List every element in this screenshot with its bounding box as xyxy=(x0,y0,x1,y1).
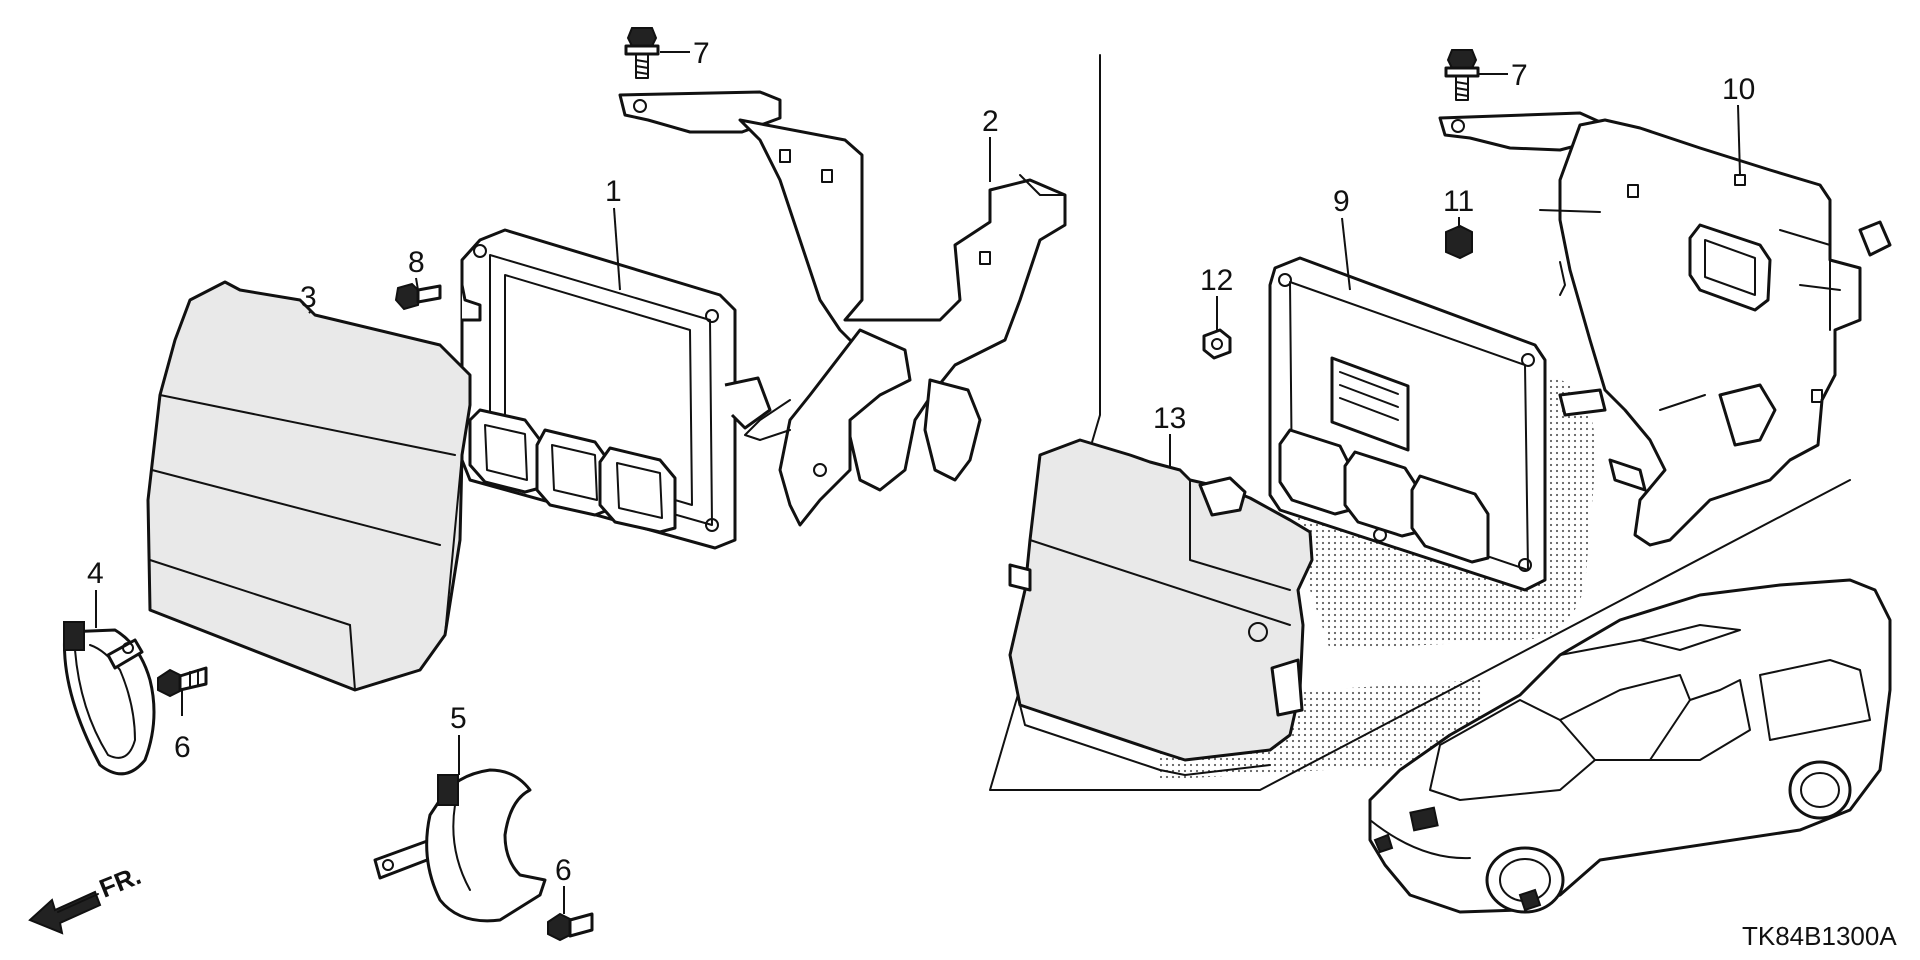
callout-1: 1 xyxy=(605,175,622,208)
cover-part-3 xyxy=(146,280,472,692)
bolt-part-6-bottom xyxy=(547,912,594,942)
bracket-part-2 xyxy=(618,90,1067,527)
callout-10: 10 xyxy=(1722,73,1755,106)
ecu-module-part-9 xyxy=(1268,256,1547,592)
callout-13: 13 xyxy=(1153,402,1186,435)
callout-6-bottom: 6 xyxy=(555,854,572,887)
front-direction-arrow: FR. xyxy=(28,860,145,935)
bolt-part-7-right xyxy=(1444,49,1480,101)
horn-part-4 xyxy=(62,621,156,776)
callout-8: 8 xyxy=(408,246,425,279)
callouts: 7 7 2 10 1 9 11 8 12 3 13 4 6 5 6 xyxy=(87,37,1755,914)
bolt-part-6-left xyxy=(157,666,208,698)
bolt-part-7-left xyxy=(624,27,660,79)
drawing-code: TK84B1300A xyxy=(1742,921,1897,951)
callout-2: 2 xyxy=(982,105,999,138)
callout-12: 12 xyxy=(1200,264,1233,297)
callout-7-right: 7 xyxy=(1511,59,1528,92)
callout-11: 11 xyxy=(1443,185,1474,218)
ecu-module-part-1 xyxy=(460,228,772,550)
callout-6-left: 6 xyxy=(174,731,191,764)
callout-5: 5 xyxy=(450,702,467,735)
callout-9: 9 xyxy=(1333,185,1350,218)
cover-part-13 xyxy=(1008,438,1314,776)
front-label: FR. xyxy=(95,860,145,904)
bracket-part-10 xyxy=(1438,111,1892,547)
bolt-part-8 xyxy=(394,282,442,311)
nut-part-11 xyxy=(1445,224,1473,260)
callout-4: 4 xyxy=(87,557,104,590)
callout-7-left: 7 xyxy=(693,37,710,70)
section-divider xyxy=(989,54,1851,791)
horn-part-5 xyxy=(373,768,547,923)
vehicle-illustration xyxy=(1368,578,1892,914)
callout-3: 3 xyxy=(300,281,317,314)
nut-part-12 xyxy=(1202,328,1232,360)
